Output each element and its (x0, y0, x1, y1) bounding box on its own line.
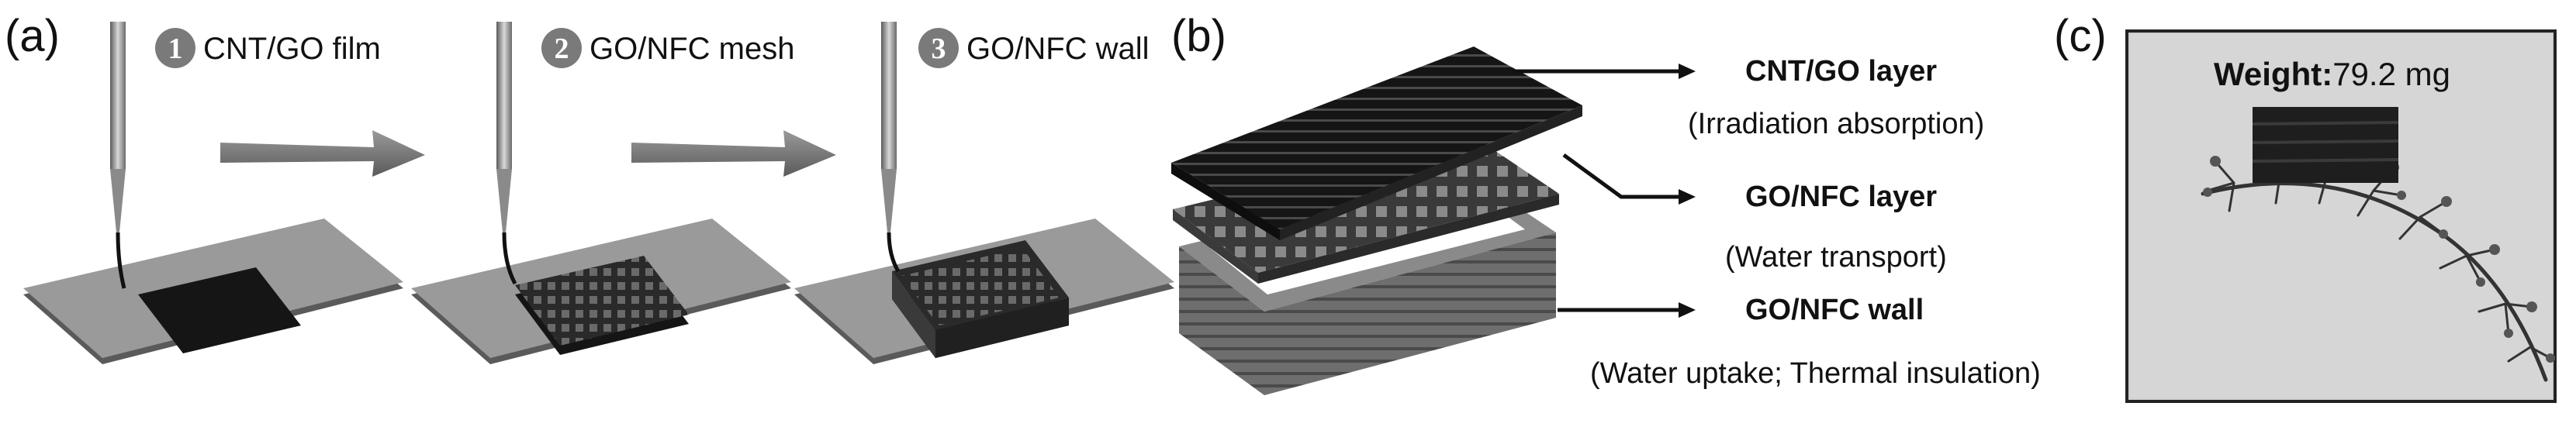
step-2-number: 2 (555, 33, 569, 65)
needle-3 (881, 22, 901, 273)
weight-readout: Weight:79.2 mg (2214, 56, 2450, 92)
panel-b: (b) (1171, 11, 2041, 395)
go-nfc-wall-title: GO/NFC wall (1745, 294, 1924, 326)
arrow-1 (220, 130, 425, 177)
go-nfc-layer-subtitle: (Water transport) (1725, 241, 1947, 274)
panel-a: (a) 1 CNT/GO film (5, 11, 1174, 364)
step-2: 2 GO/NFC mesh (411, 22, 794, 364)
step-3: 3 GO/NFC wall (794, 22, 1174, 364)
step-1-number: 1 (168, 33, 183, 65)
step-1-label: CNT/GO film (203, 32, 381, 66)
needle-2 (496, 22, 517, 285)
cnt-go-layer-sheet (1171, 46, 1582, 240)
step-3-badge: 3 (918, 28, 959, 68)
weight-value: 79.2 mg (2332, 56, 2450, 92)
panel-a-letter: (a) (5, 11, 60, 61)
go-nfc-layer-title: GO/NFC layer (1745, 181, 1937, 213)
needle-1 (110, 22, 126, 289)
weight-label: Weight: (2214, 56, 2332, 92)
cnt-go-layer-subtitle: (Irradiation absorption) (1688, 108, 1984, 140)
go-nfc-mesh (515, 256, 689, 346)
cnt-go-layer-title: CNT/GO layer (1745, 55, 1937, 88)
step-3-number: 3 (932, 33, 946, 65)
callout-cnt-go (1513, 64, 1696, 79)
step-1: 1 CNT/GO film (23, 22, 403, 364)
go-nfc-wall-subtitle: (Water uptake; Thermal insulation) (1590, 357, 2041, 390)
panel-b-letter: (b) (1171, 11, 1226, 61)
cnt-go-film (138, 267, 301, 353)
step-2-badge: 2 (541, 28, 582, 68)
step-1-badge: 1 (155, 28, 195, 68)
panel-c: (c) (2054, 11, 2557, 403)
panel-c-letter: (c) (2054, 11, 2107, 61)
step-3-label: GO/NFC wall (966, 32, 1150, 66)
step-2-label: GO/NFC mesh (590, 32, 794, 66)
callout-go-nfc-wall (1558, 302, 1696, 318)
callout-go-nfc-layer (1562, 153, 1696, 205)
arrow-2 (631, 130, 836, 177)
sample-block (2252, 107, 2399, 183)
photo: Weight:79.2 mg (2125, 29, 2557, 403)
